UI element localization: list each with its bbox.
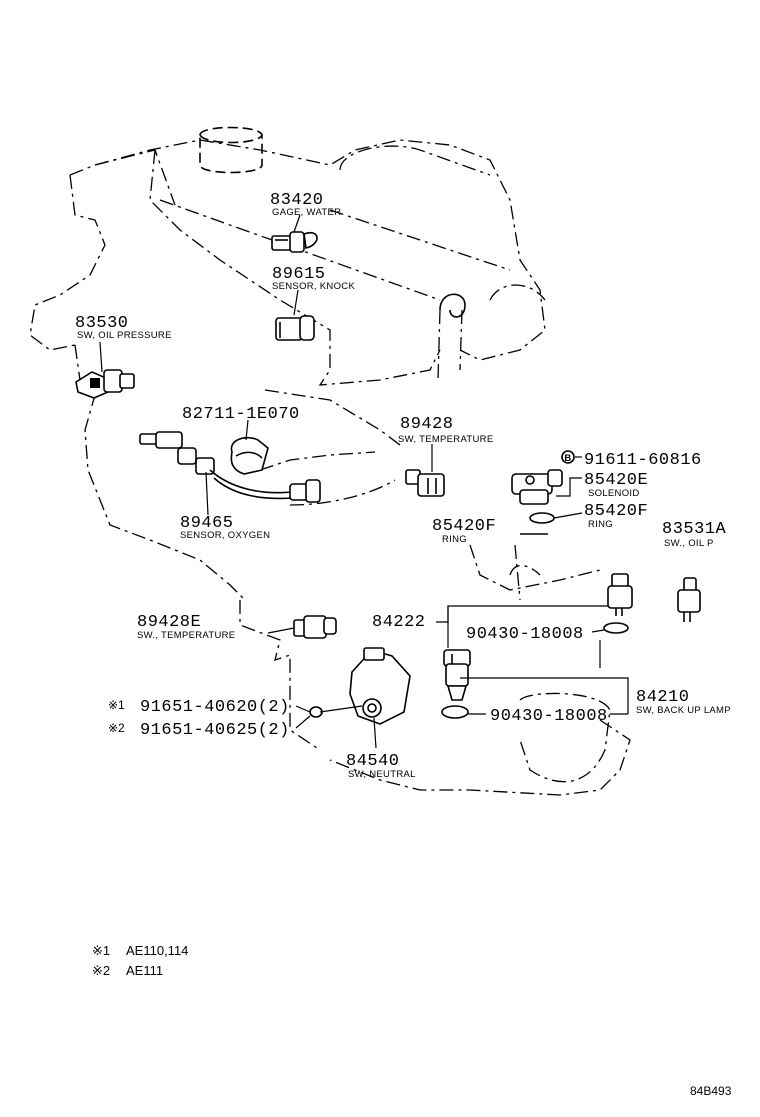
- label-90430-upper-number: 90430-18008: [466, 625, 584, 644]
- label-83531A-name: SW., OIL P: [664, 538, 714, 549]
- part-83530-drawing: [75, 369, 135, 399]
- label-85420E-number: 85420E: [584, 471, 648, 490]
- bolt-symbol-91611: B: [561, 450, 575, 464]
- part-85420E-drawing: [511, 469, 563, 505]
- label-85420F-right-number: 85420F: [584, 502, 648, 521]
- label-83420-name: GAGE, WATER: [272, 207, 341, 218]
- part-labels: 83420 GAGE, WATER 89615 SENSOR, KNOCK 83…: [75, 191, 731, 780]
- footnote-2-text: AE111: [126, 963, 163, 978]
- label-85420F-right-name: RING: [588, 519, 613, 530]
- label-89428E-number: 89428E: [137, 613, 201, 632]
- part-84540-drawing: [349, 647, 411, 725]
- label-84210-name: SW, BACK UP LAMP: [636, 705, 731, 716]
- part-82711-drawing: [230, 436, 269, 475]
- part-83531A-drawing: [677, 577, 701, 622]
- label-82711-number: 82711-1E070: [182, 405, 300, 424]
- part-84222-drawing: [607, 573, 633, 616]
- label-84222-number: 84222: [372, 613, 426, 632]
- part-89428-drawing: [405, 469, 445, 497]
- leader-lines: [99, 214, 629, 749]
- label-84210-number: 84210: [636, 688, 690, 707]
- label-89465-number: 89465: [180, 514, 234, 533]
- footnote-1-text: AE110,114: [126, 943, 188, 958]
- footnote-1-mark: ※1: [92, 943, 110, 958]
- label-91611-number: 91611-60816: [584, 451, 702, 470]
- label-84540-number: 84540: [346, 752, 400, 771]
- label-83530-number: 83530: [75, 314, 129, 333]
- label-85420F-left-number: 85420F: [432, 517, 496, 536]
- label-84540-name: SW, NEUTRAL: [348, 769, 416, 780]
- label-83530-name: SW, OIL PRESSURE: [77, 330, 172, 341]
- diagram-reference-code: 84B493: [690, 1084, 732, 1098]
- label-89428-number: 89428: [400, 415, 454, 434]
- label-89465-name: SENSOR, OXYGEN: [180, 530, 270, 541]
- label-91651a-number: 91651-40620(2): [140, 698, 290, 717]
- label-89615-number: 89615: [272, 265, 326, 284]
- engine-outline: [29, 126, 631, 796]
- label-91651a-mark: ※1: [108, 698, 125, 712]
- part-83420-drawing: [271, 231, 318, 253]
- label-89615-name: SENSOR, KNOCK: [272, 281, 355, 292]
- label-89428E-name: SW., TEMPERATURE: [137, 630, 235, 641]
- footnotes: ※1 AE110,114 ※2 AE111: [92, 943, 188, 978]
- label-91651b-number: 91651-40625(2): [140, 721, 290, 740]
- part-89465-drawing: [139, 431, 321, 503]
- label-91651b-mark: ※2: [108, 721, 125, 735]
- label-83420-number: 83420: [270, 191, 324, 210]
- part-89615-drawing: [275, 315, 315, 341]
- part-85420F-ring-drawing: [529, 512, 555, 524]
- label-90430-lower-number: 90430-18008: [490, 707, 608, 726]
- part-84210-drawing: [443, 649, 471, 701]
- part-89428E-drawing: [293, 615, 337, 639]
- gasket-90430-lower: [441, 705, 469, 719]
- bolt-symbol-letter: B: [564, 453, 571, 464]
- label-85420E-name: SOLENOID: [588, 488, 640, 499]
- gasket-90430-upper: [603, 622, 629, 634]
- label-89428-name: SW, TEMPERATURE: [398, 434, 493, 445]
- label-85420F-left-name: RING: [442, 534, 467, 545]
- footnote-2-mark: ※2: [92, 963, 110, 978]
- label-83531A-number: 83531A: [662, 520, 727, 539]
